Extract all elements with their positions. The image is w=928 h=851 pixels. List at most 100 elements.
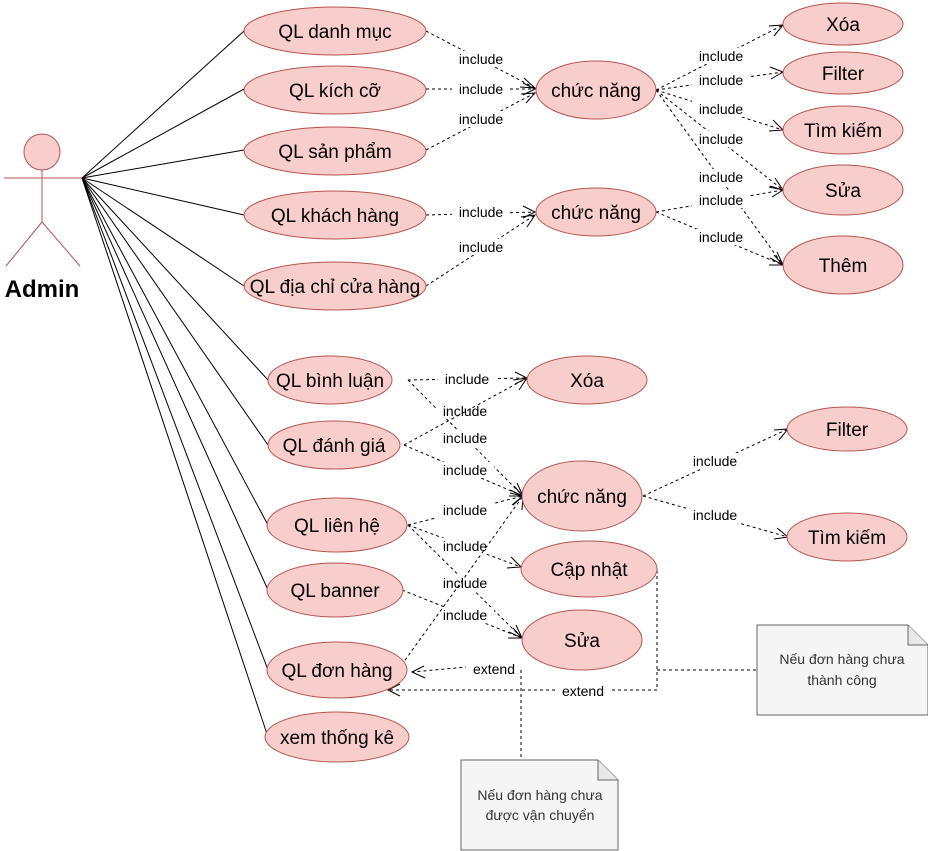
include-label: include — [459, 239, 504, 255]
use-case-label: Thêm — [819, 256, 868, 277]
use-case-filter-1[interactable]: Filter — [782, 51, 904, 95]
assoc-xem-thong-ke — [81, 177, 269, 738]
use-case-label: Cập nhật — [550, 560, 628, 581]
actor-left-leg — [5, 221, 43, 267]
use-case-ql-dia-chi-cua-hang[interactable]: QL địa chỉ cửa hàng — [243, 261, 427, 311]
assoc-ql-san-pham — [81, 149, 245, 179]
use-case-ql-banner[interactable]: QL banner — [266, 562, 404, 618]
use-case-chuc-nang-3[interactable]: chức năng — [521, 460, 643, 532]
include-edge: include — [655, 89, 785, 132]
include-edge: include — [425, 214, 537, 287]
assoc-ql-khach-hang — [81, 177, 245, 216]
include-edge: include — [407, 492, 525, 526]
use-case-chuc-nang-1[interactable]: chức năng — [535, 60, 657, 120]
use-case-label: QL đánh giá — [283, 436, 386, 457]
include-edge: include — [407, 379, 525, 498]
use-case-filter-2[interactable]: Filter — [786, 406, 908, 452]
use-case-label: QL đơn hàng — [281, 661, 392, 682]
use-case-tim-kiem-2[interactable]: Tìm kiếm — [786, 512, 908, 562]
use-case-sua-1[interactable]: Sửa — [782, 164, 904, 216]
use-case-label: xem thống kê — [280, 728, 394, 749]
use-case-label: chức năng — [551, 203, 641, 224]
include-label: include — [693, 453, 738, 469]
use-case-label: QL banner — [290, 581, 380, 602]
use-case-label: QL địa chỉ cửa hàng — [250, 277, 420, 298]
include-edge: include — [655, 66, 785, 91]
extend-label: extend — [562, 683, 604, 699]
use-case-label: QL kích cỡ — [289, 81, 381, 102]
use-case-ql-don-hang[interactable]: QL đơn hàng — [266, 641, 408, 699]
include-label: include — [459, 204, 504, 220]
include-label: include — [443, 430, 488, 446]
include-edge: include — [655, 211, 785, 266]
assoc-ql-banner — [81, 177, 269, 591]
include-label: include — [445, 371, 490, 387]
assoc-ql-binh-luan — [81, 177, 269, 381]
include-label: include — [699, 72, 744, 88]
include-edge: include — [401, 589, 524, 639]
use-case-label: Xóa — [570, 371, 604, 392]
use-case-label: Xóa — [826, 15, 860, 36]
include-label: include — [699, 48, 744, 64]
use-case-tim-kiem-1[interactable]: Tìm kiếm — [782, 105, 904, 155]
associations — [81, 30, 269, 738]
use-case-label: Sửa — [825, 181, 861, 202]
use-case-them[interactable]: Thêm — [782, 235, 904, 295]
use-case-label: chức năng — [537, 487, 627, 508]
note-line: Nếu đơn hàng chưa — [779, 651, 904, 667]
use-case-chuc-nang-2[interactable]: chức năng — [535, 187, 657, 237]
include-edge: include — [426, 81, 537, 97]
include-edge: include — [655, 185, 785, 213]
use-case-label: QL khách hàng — [271, 206, 399, 227]
use-case-label: chức năng — [551, 81, 641, 102]
actor-head — [23, 133, 61, 171]
use-case-ql-kich-co[interactable]: QL kích cỡ — [243, 65, 427, 115]
extend-label: extend — [473, 661, 515, 677]
use-case-label: QL liên hệ — [294, 516, 380, 537]
use-case-ql-danh-muc[interactable]: QL danh mục — [243, 6, 427, 56]
use-case-xoa-1[interactable]: Xóa — [782, 2, 904, 46]
assoc-ql-don-hang — [81, 177, 269, 671]
use-case-sua-2[interactable]: Sửa — [521, 609, 643, 671]
assoc-ql-lien-he — [81, 177, 269, 526]
extend-edge: extend — [410, 661, 523, 679]
actor-label: Admin — [5, 276, 80, 303]
use-case-label: Sửa — [564, 631, 600, 652]
actor-right-leg — [41, 221, 81, 267]
include-label: include — [699, 229, 744, 245]
include-edge: include — [403, 377, 529, 446]
include-label: include — [443, 575, 488, 591]
use-case-xoa-2[interactable]: Xóa — [526, 355, 648, 405]
use-case-ql-binh-luan[interactable]: QL bình luận — [267, 355, 393, 405]
include-edge: include — [407, 371, 529, 387]
include-edge: include — [425, 204, 537, 220]
include-label: include — [443, 607, 488, 623]
include-label: include — [459, 111, 504, 127]
assoc-ql-danh-muc — [81, 30, 245, 179]
note-line: được vận chuyển — [486, 807, 595, 823]
include-edge: include — [655, 89, 785, 191]
include-label: include — [699, 169, 744, 185]
use-case-ql-lien-he[interactable]: QL liên hệ — [266, 497, 408, 553]
assoc-ql-dia-chi — [81, 177, 245, 287]
use-case-xem-thong-ke[interactable]: xem thống kê — [264, 711, 410, 763]
note-don-hang-chua-van-chuyen: Nếu đơn hàng chưa được vận chuyển — [460, 759, 619, 851]
use-case-ql-san-pham[interactable]: QL sản phẩm — [243, 126, 427, 176]
include-edge: include — [403, 444, 525, 497]
use-case-label: QL bình luận — [276, 371, 384, 392]
use-case-cap-nhat[interactable]: Cập nhật — [520, 540, 658, 598]
include-label: include — [443, 462, 488, 478]
extend-edge: extend — [386, 570, 658, 699]
include-label: include — [459, 51, 504, 67]
include-edge: include — [407, 524, 523, 569]
note-line: Nếu đơn hàng chưa — [477, 787, 602, 803]
assoc-ql-danh-gia — [81, 177, 269, 446]
include-label: include — [459, 81, 504, 97]
include-label: include — [443, 502, 488, 518]
use-case-label: Filter — [822, 64, 865, 85]
note-line: thành công — [807, 672, 876, 688]
use-case-ql-danh-gia[interactable]: QL đánh giá — [267, 420, 401, 470]
include-label: include — [693, 507, 738, 523]
use-case-ql-khach-hang[interactable]: QL khách hàng — [243, 190, 427, 240]
